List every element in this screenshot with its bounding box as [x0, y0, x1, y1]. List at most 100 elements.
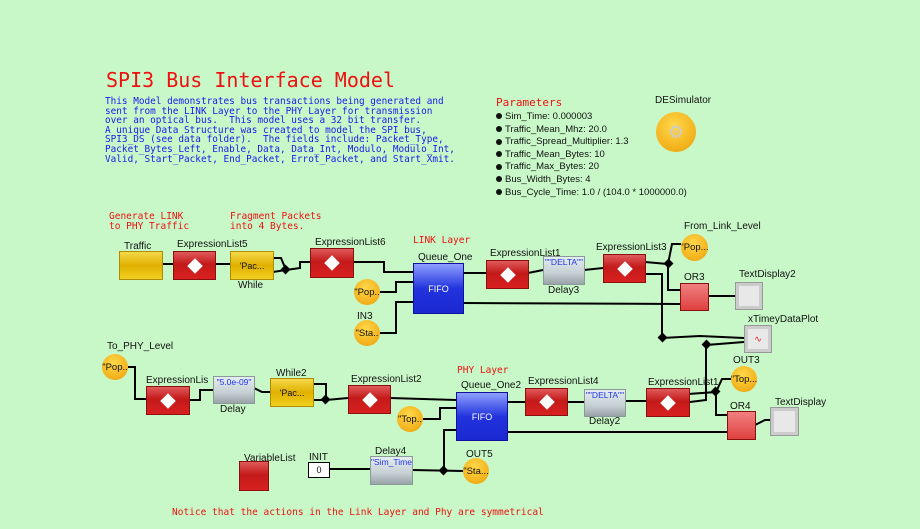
parameter[interactable]: Traffic_Spread_Multiplier: 1.3: [496, 136, 687, 149]
or3-label: OR3: [684, 272, 705, 283]
junction: [710, 386, 721, 397]
delay2-label: Delay2: [589, 416, 621, 427]
wire: [353, 261, 413, 273]
delay-value: "5.0e-09": [216, 377, 252, 387]
expressionlist5-label: ExpressionList5: [177, 239, 248, 250]
wire: [389, 397, 457, 401]
top-actor[interactable]: "Top..: [397, 406, 423, 432]
junction: [438, 465, 449, 476]
while2-label: While2: [276, 368, 307, 379]
or4-actor[interactable]: [727, 411, 756, 440]
wire: [583, 267, 604, 271]
wire: [754, 419, 770, 426]
wire: [128, 366, 146, 400]
delay3-value: ""DELTA"": [544, 257, 584, 267]
delay4-label: Delay4: [375, 446, 407, 457]
wire: [253, 387, 270, 393]
wire: [715, 392, 727, 416]
wire: [705, 341, 745, 347]
expressionlist-actor[interactable]: [146, 386, 190, 415]
parameters-heading: Parameters: [496, 96, 563, 109]
wire: [380, 301, 413, 334]
expressionlist2-actor[interactable]: [348, 385, 391, 414]
in3-label: IN3: [357, 311, 373, 322]
delay4-value: "Sim_Time...: [371, 457, 412, 467]
parameter[interactable]: Traffic_Mean_Mhz: 20.0: [496, 124, 687, 137]
model-description: This Model demonstrates bus transactions…: [105, 96, 455, 165]
wire: [689, 345, 707, 403]
textdisplay-label: TextDisplay: [775, 397, 827, 408]
textdisplay2-label: TextDisplay2: [739, 269, 796, 280]
while-label: While: [238, 280, 264, 291]
wire: [667, 264, 680, 291]
gear-icon[interactable]: ⚙: [656, 112, 696, 152]
delay3-actor[interactable]: ""DELTA"": [543, 256, 585, 285]
wire: [644, 243, 681, 266]
delay-actor[interactable]: "5.0e-09": [213, 376, 255, 404]
queue-one-actor[interactable]: FIFO: [413, 263, 464, 314]
director-label: DESimulator: [655, 95, 712, 106]
junction: [701, 339, 712, 350]
fifo-label: FIFO: [471, 411, 493, 422]
wire: [411, 469, 464, 472]
parameter[interactable]: Traffic_Mean_Bytes: 10: [496, 149, 687, 162]
delay2-value: ""DELTA"": [585, 390, 625, 400]
textdisplay-actor[interactable]: [770, 407, 799, 436]
while2-actor[interactable]: 'Pac...: [270, 378, 314, 407]
parameter[interactable]: Sim_Time: 0.000003: [496, 111, 687, 124]
expressionlist3-actor[interactable]: [603, 254, 646, 283]
while2-expression: 'Pac...: [279, 387, 305, 398]
queue-one2-label: Queue_One2: [461, 380, 522, 391]
or3-actor[interactable]: [680, 283, 709, 311]
expressionlist4-actor[interactable]: [525, 388, 568, 416]
delay2-actor[interactable]: ""DELTA"": [584, 389, 626, 417]
expressionlist6-actor[interactable]: [310, 248, 354, 278]
link-layer-label: LINK Layer: [413, 235, 471, 246]
plot-icon[interactable]: ∿: [744, 325, 772, 353]
traffic-actor[interactable]: [119, 251, 163, 280]
init-label: INIT: [309, 452, 328, 463]
pop-actor[interactable]: "Pop..: [354, 279, 380, 305]
expressionlist2-label: ExpressionList2: [351, 374, 422, 385]
out3-label: OUT3: [733, 355, 760, 366]
out3-actor[interactable]: "Top...: [731, 366, 757, 392]
queue-one2-actor[interactable]: FIFO: [456, 392, 508, 441]
delay4-actor[interactable]: "Sim_Time...: [370, 456, 413, 485]
to-phy-level-label: To_PHY_Level: [107, 341, 174, 352]
from-link-level-actor[interactable]: "Pop...: [681, 234, 708, 261]
variablelist-actor[interactable]: [239, 461, 269, 491]
out5-actor[interactable]: "Sta...: [463, 458, 489, 484]
sta-actor[interactable]: "Sta..: [354, 320, 380, 346]
expressionlist3-label: ExpressionList3: [596, 242, 667, 253]
note-generate: Generate LINK to PHY Traffic: [109, 211, 190, 232]
parameter[interactable]: Bus_Width_Bytes: 4: [496, 174, 687, 187]
expressionlist1-actor[interactable]: [486, 260, 529, 289]
parameter[interactable]: Traffic_Max_Bytes: 20: [496, 161, 687, 174]
from-link-level-label: From_Link_Level: [684, 221, 761, 232]
expressionlist-label: ExpressionLis: [146, 375, 209, 386]
while-expression: 'Pac...: [239, 260, 265, 271]
footer-note: Notice that the actions in the Link Laye…: [172, 507, 544, 518]
textdisplay2-actor[interactable]: [735, 282, 763, 310]
expressionlist5-actor[interactable]: [173, 251, 216, 280]
queue-one-label: Queue_One: [418, 252, 473, 263]
expressionlist1b-actor[interactable]: [646, 388, 690, 417]
junction: [320, 394, 331, 405]
expressionlist1-label: ExpressionList1: [490, 248, 561, 259]
wire: [272, 257, 288, 273]
page-title: SPI3 Bus Interface Model: [106, 68, 395, 92]
wire: [423, 407, 456, 420]
phy-layer-label: PHY Layer: [457, 365, 509, 376]
while-actor[interactable]: 'Pac...: [230, 251, 274, 280]
to-phy-level-actor[interactable]: "Pop..: [102, 354, 128, 380]
wire: [527, 269, 544, 274]
wire: [443, 429, 456, 471]
out5-label: OUT5: [466, 449, 493, 460]
wire: [189, 389, 213, 401]
wire: [380, 281, 413, 293]
delay-label: Delay: [220, 404, 246, 415]
init-value[interactable]: 0: [308, 462, 330, 478]
delay3-label: Delay3: [548, 285, 580, 296]
parameter[interactable]: Bus_Cycle_Time: 1.0 / (104.0 * 1000000.0…: [496, 187, 687, 200]
expressionlist1b-label: ExpressionList1: [648, 377, 719, 388]
